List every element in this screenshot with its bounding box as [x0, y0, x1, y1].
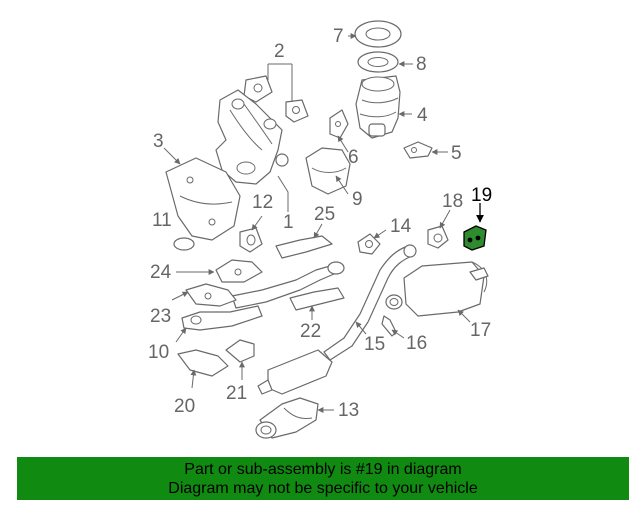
leader-3: [163, 147, 181, 165]
banner-line-1: Part or sub-assembly is #19 in diagram: [184, 461, 462, 478]
callout-13[interactable]: 13: [338, 400, 359, 421]
part-13-converter[interactable]: [255, 397, 319, 439]
part-18-insulator[interactable]: [427, 225, 449, 249]
callout-5[interactable]: 5: [451, 143, 462, 164]
callout-11[interactable]: 11: [152, 210, 172, 231]
part-2-manifold-gasket[interactable]: [243, 75, 309, 123]
leader-2: [267, 63, 293, 102]
callout-25[interactable]: 25: [314, 204, 335, 225]
part-6-bracket[interactable]: [329, 109, 349, 139]
part-12-grommet[interactable]: [239, 227, 263, 253]
callout-19[interactable]: 19: [471, 185, 492, 206]
callout-1[interactable]: 1: [283, 212, 294, 233]
part-20-heat-shield[interactable]: [177, 349, 229, 377]
callout-6[interactable]: 6: [348, 147, 359, 168]
callout-24[interactable]: 24: [150, 262, 172, 283]
part-17-muffler[interactable]: [385, 261, 489, 317]
part-7-gasket[interactable]: [354, 20, 402, 48]
front-pipe[interactable]: [231, 261, 345, 309]
part-3-heat-shield[interactable]: [165, 157, 241, 241]
callout-17[interactable]: 17: [470, 320, 491, 341]
banner-line-2: Diagram may not be specific to your vehi…: [168, 480, 478, 497]
callout-8[interactable]: 8: [416, 54, 427, 75]
part-11-gasket[interactable]: [173, 237, 195, 251]
callout-15[interactable]: 15: [364, 334, 385, 355]
part-9-heat-shield[interactable]: [305, 147, 351, 195]
leader-16: [391, 329, 405, 339]
leader-1: [277, 175, 289, 212]
leader-12: [251, 215, 263, 231]
leader-25: [313, 223, 323, 239]
callout-7[interactable]: 7: [333, 26, 344, 47]
callout-21[interactable]: 21: [226, 383, 247, 404]
leader-10: [175, 327, 187, 343]
leader-18: [439, 209, 451, 229]
callout-9[interactable]: 9: [352, 189, 363, 210]
leader-23: [171, 291, 189, 301]
info-banner: Part or sub-assembly is #19 in diagram D…: [17, 457, 629, 500]
parts-diagram: 7 8 4 5 6 9 2: [148, 20, 492, 439]
part-1-exhaust-manifold[interactable]: [215, 89, 289, 185]
leader-15: [355, 321, 367, 335]
part-5-bracket[interactable]: [403, 141, 433, 159]
part-16-bolt[interactable]: [381, 315, 397, 337]
part-8-gasket[interactable]: [357, 51, 399, 73]
part-21-heat-shield[interactable]: [225, 339, 255, 363]
callout-3[interactable]: 3: [153, 131, 164, 152]
callout-23[interactable]: 23: [150, 306, 171, 327]
callout-4[interactable]: 4: [417, 105, 428, 126]
part-19-insulator-highlighted[interactable]: [463, 225, 487, 251]
callout-20[interactable]: 20: [174, 396, 195, 417]
part-10-flange[interactable]: [181, 305, 263, 331]
leader-6: [337, 135, 349, 153]
part-14-gasket[interactable]: [357, 233, 381, 255]
resonator[interactable]: [257, 349, 333, 395]
leader-9: [335, 175, 349, 195]
callout-18[interactable]: 18: [442, 191, 463, 212]
part-22-hanger[interactable]: [289, 287, 345, 311]
callout-22[interactable]: 22: [300, 321, 321, 342]
callout-16[interactable]: 16: [406, 333, 427, 354]
part-4-converter[interactable]: [355, 75, 401, 139]
callout-12[interactable]: 12: [252, 192, 273, 213]
part-24-bracket[interactable]: [215, 259, 263, 283]
callout-10[interactable]: 10: [148, 342, 169, 363]
part-25-hanger[interactable]: [275, 235, 333, 259]
part-23-heat-shield[interactable]: [185, 283, 237, 307]
leader-17: [457, 309, 471, 323]
callout-2[interactable]: 2: [274, 41, 285, 62]
leader-20: [190, 369, 197, 389]
callout-14[interactable]: 14: [390, 216, 412, 237]
leader-14: [373, 229, 387, 239]
